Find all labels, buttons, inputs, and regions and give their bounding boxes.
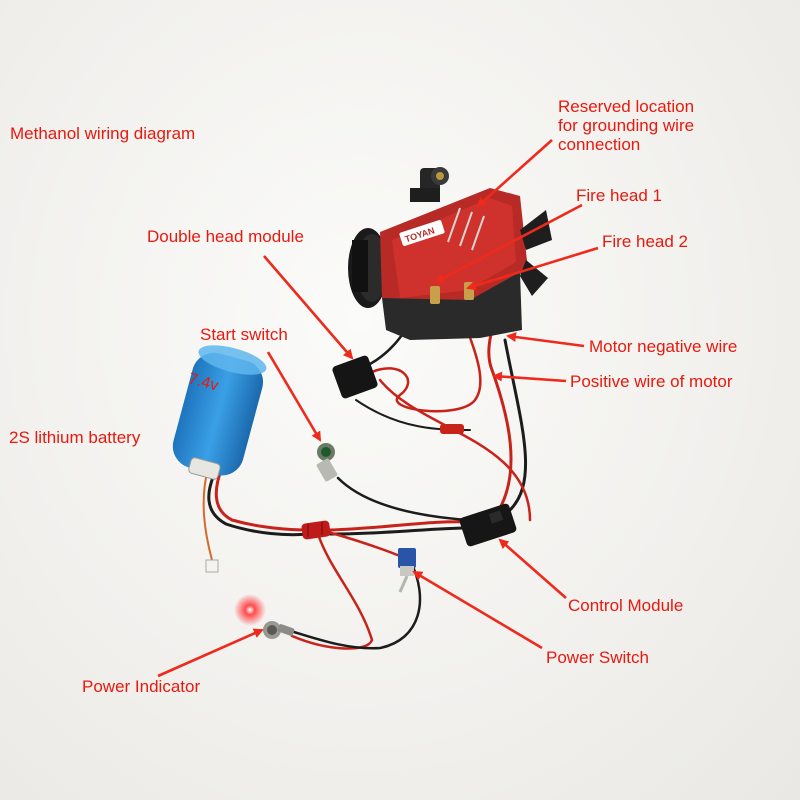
label-fire-head-1: Fire head 1: [576, 186, 662, 205]
battery-lead-red: [214, 466, 310, 532]
arrow-positive-motor: [492, 371, 567, 383]
battery: [172, 345, 267, 573]
label-2s-lithium-battery: 2S lithium battery: [9, 428, 141, 447]
start-switch: [316, 443, 338, 482]
fire-head-1-plug: [430, 286, 440, 304]
label-motor-negative-wire: Motor negative wire: [589, 337, 738, 356]
label-power-switch: Power Switch: [546, 648, 649, 667]
wire-control-to-motor-black: [503, 338, 528, 512]
arrow-double-head-module: [263, 255, 354, 360]
label-double-head-module: Double head module: [147, 227, 304, 246]
double-head-module: [332, 355, 378, 399]
label-power-indicator: Power Indicator: [82, 677, 201, 696]
wire-to-control-red: [328, 520, 472, 532]
arrow-start-switch: [266, 351, 322, 442]
label-positive-wire-of-motor: Positive wire of motor: [570, 372, 733, 391]
annotation-arrows: [157, 139, 599, 678]
arrow-reserved-grounding: [476, 139, 553, 208]
label-start-switch: Start switch: [200, 325, 288, 344]
power-indicator: [234, 594, 295, 639]
battery-lead-black: [207, 468, 310, 537]
arrow-power-switch: [412, 570, 543, 650]
power-switch: [398, 548, 416, 593]
engine: [348, 167, 552, 340]
wire-to-control-black: [328, 526, 472, 536]
double-head-loop-inner: [378, 378, 532, 522]
start-switch-lead: [336, 476, 470, 522]
arrow-control-module: [498, 538, 567, 599]
red-coupler: [301, 520, 331, 540]
label-fire-head-2: Fire head 2: [602, 232, 688, 251]
label-control-module: Control Module: [568, 596, 684, 615]
arrow-fire-head-2: [466, 246, 599, 291]
arrow-fire-head-1: [434, 203, 583, 284]
wire-to-switch: [326, 530, 402, 558]
engine-badge: [399, 220, 445, 246]
double-head-loop-outer: [370, 308, 482, 413]
indicator-loop-red: [290, 532, 374, 650]
control-module: [459, 503, 517, 547]
arrow-power-indicator: [157, 628, 264, 678]
label-reserved-grounding: Reserved location for grounding wire con…: [558, 97, 695, 154]
wire-control-to-motor-red: [487, 328, 513, 510]
inline-connector: [440, 424, 464, 434]
balance-plug: [205, 559, 219, 573]
indicator-loop-black: [292, 558, 422, 650]
diagram-title: Methanol wiring diagram: [10, 124, 196, 143]
fire-head-2-plug: [464, 282, 474, 300]
arrow-motor-negative: [506, 332, 585, 348]
